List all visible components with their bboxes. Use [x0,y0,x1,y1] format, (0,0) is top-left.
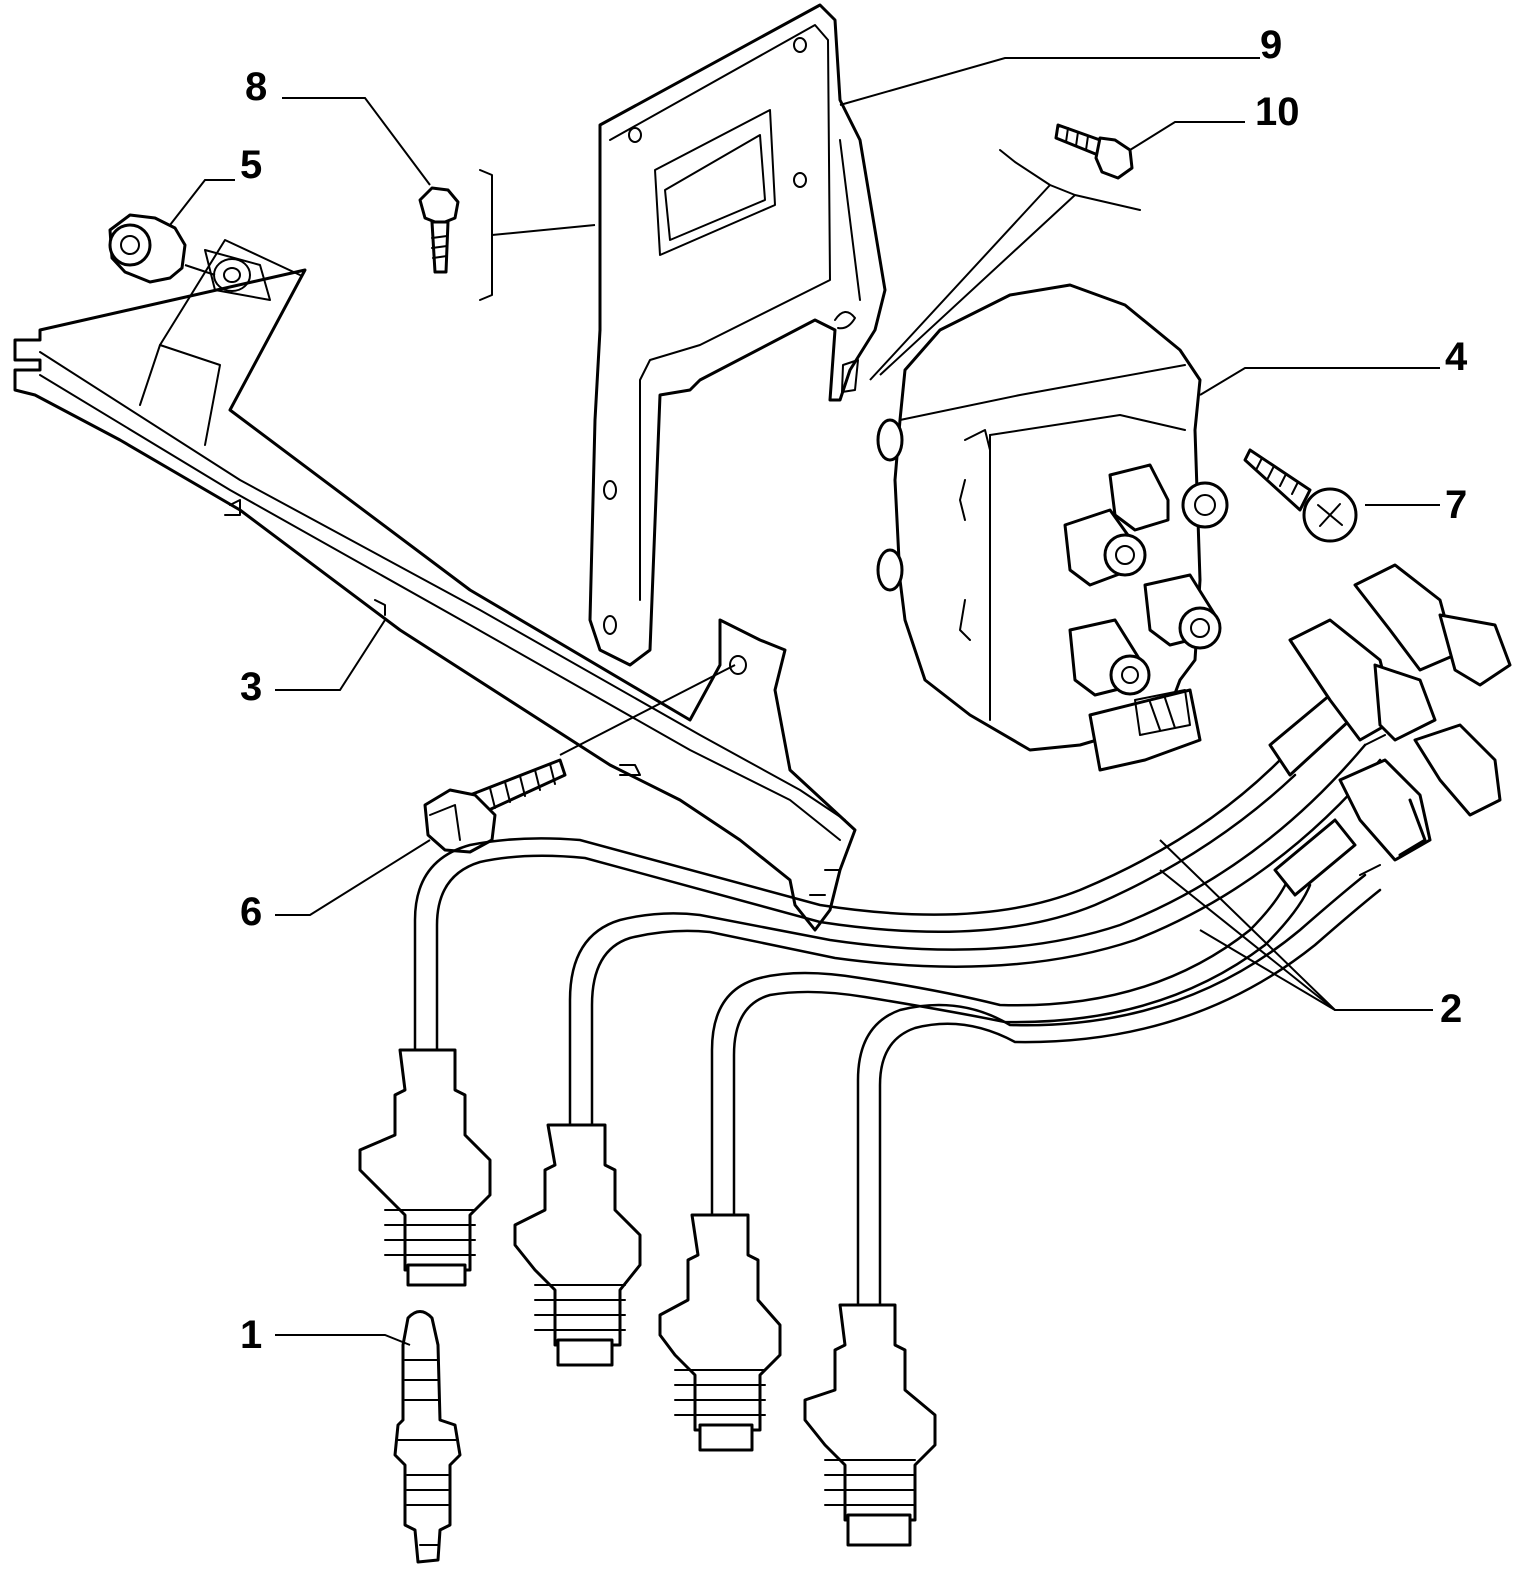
leader-10 [1129,121,1245,151]
leader-10b [869,184,1051,381]
callout-5: 5 [240,143,262,187]
leader-5-axis [184,264,216,276]
bolt-right[interactable] [999,123,1141,211]
leader-2c [1199,929,1336,1011]
leader-4 [1199,367,1440,396]
callout-3: 3 [240,665,262,709]
callout-7: 7 [1445,483,1467,527]
bolt-top[interactable] [418,169,493,301]
cable-support[interactable] [13,239,857,932]
bracket[interactable] [588,3,887,667]
callout-1: 1 [240,1313,262,1357]
leader-3 [275,619,386,691]
callout-9: 9 [1260,23,1282,67]
leader-9 [839,57,1260,106]
ignition-coil[interactable] [876,283,1229,772]
ignition-cables[interactable] [358,563,1512,1547]
leader-2b [1159,869,1336,1011]
callout-2: 2 [1440,987,1462,1031]
screw[interactable] [1243,448,1358,543]
callout-6: 6 [240,890,262,934]
callout-labels: 1 2 3 4 5 6 7 8 9 10 [240,23,1468,1357]
bolt-lower[interactable] [423,758,567,854]
leader-6-axis [559,664,736,756]
leader-8b [491,224,596,236]
leader-lines [169,57,1440,1346]
leader-5 [169,179,235,226]
leader-10c [879,194,1076,376]
leader-1 [275,1334,411,1346]
nut[interactable] [108,213,187,284]
callout-10: 10 [1255,90,1300,134]
callout-4: 4 [1445,335,1468,379]
leader-8 [282,97,431,186]
callout-8: 8 [245,65,267,109]
spark-plug[interactable] [393,1310,462,1564]
leader-6 [275,839,431,916]
